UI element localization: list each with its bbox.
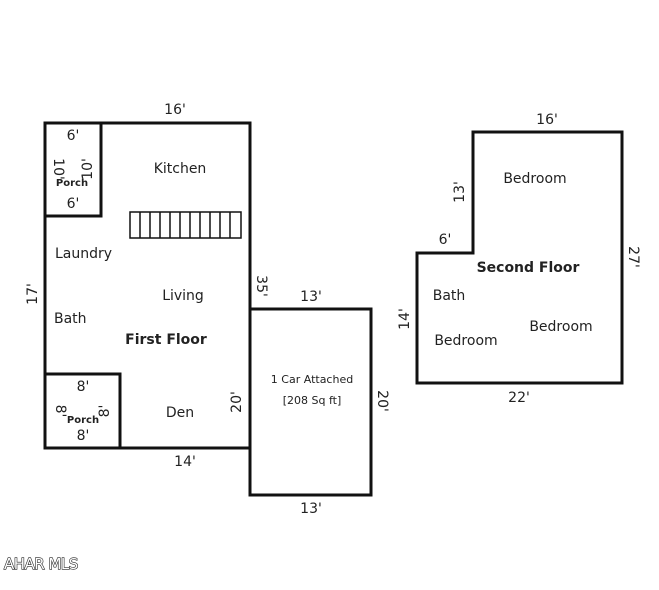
second-floor-bottom-dim: 22'	[508, 390, 530, 406]
den-label: Den	[166, 405, 194, 421]
porch-top-bottom-dim: 6'	[67, 196, 80, 212]
laundry-label: Laundry	[55, 246, 112, 262]
bedroom-left-label: Bedroom	[434, 333, 497, 349]
bath-label: Bath	[54, 311, 87, 327]
second-floor-title: Second Floor	[477, 260, 580, 276]
porch-bottom-outline	[43, 372, 122, 450]
second-floor-bath-label: Bath	[433, 288, 466, 304]
porch-top-right-dim: 10'	[80, 158, 96, 180]
first-floor-left-dim: 17'	[25, 283, 41, 305]
second-floor-left-dim: 14'	[397, 308, 413, 330]
living-label: Living	[162, 288, 204, 304]
bedroom-top-label: Bedroom	[503, 171, 566, 187]
first-floor-top-dim: 16'	[164, 102, 186, 118]
porch-bottom-top-dim: 8'	[77, 379, 90, 395]
porch-top-label: Porch	[56, 178, 88, 189]
first-floor-title: First Floor	[125, 332, 207, 348]
porch-bottom-label: Porch	[67, 415, 99, 426]
porch-top-top-dim: 6'	[67, 128, 80, 144]
second-floor-right-dim: 27'	[625, 246, 641, 268]
garage-top-dim: 13'	[300, 289, 322, 305]
second-floor-step-top-dim: 6'	[439, 232, 452, 248]
first-floor-bottom-dim: 14'	[174, 454, 196, 470]
second-floor-top-dim: 16'	[536, 112, 558, 128]
porch-bottom-right-dim: 8'	[97, 405, 113, 418]
second-floor-outline	[415, 130, 624, 385]
porch-top-left-dim: 10'	[50, 158, 66, 180]
garage-right-dim: 20'	[374, 390, 390, 412]
porch-top-outline	[43, 121, 103, 218]
garage-label: 1 Car Attached	[271, 373, 353, 386]
bedroom-right-label: Bedroom	[529, 319, 592, 335]
first-floor-outline	[43, 121, 252, 450]
garage-outline	[248, 307, 373, 497]
garage-area-label: [208 Sq ft]	[283, 394, 342, 407]
porch-bottom-left-dim: 8'	[52, 405, 68, 418]
porch-bottom-bottom-dim: 8'	[77, 428, 90, 444]
second-floor-step-side-dim: 13'	[452, 181, 468, 203]
kitchen-label: Kitchen	[154, 161, 207, 177]
mls-watermark: AHAR MLS	[4, 555, 78, 573]
first-floor-right-dim: 35'	[253, 275, 269, 297]
stairs	[129, 211, 242, 239]
den-right-dim: 20'	[229, 391, 245, 413]
garage-bottom-dim: 13'	[300, 501, 322, 517]
